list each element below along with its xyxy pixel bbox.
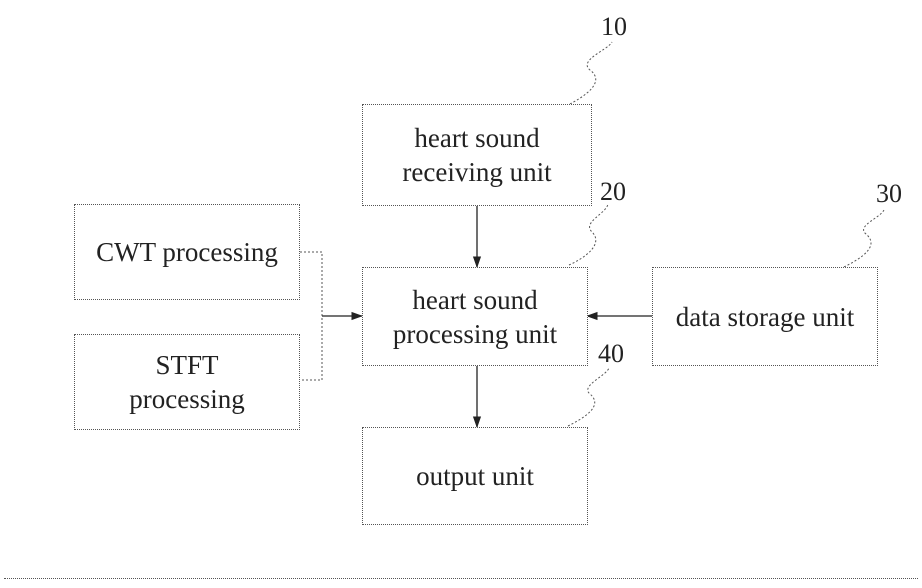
cwt-processing-box: CWT processing	[74, 204, 300, 300]
stft-processing-box: STFT processing	[74, 334, 300, 430]
ref-label-10: 10	[601, 14, 627, 40]
leader-30	[844, 210, 884, 267]
stft-processing-label: STFT processing	[129, 348, 244, 416]
heart-sound-processing-unit-box: heart sound processing unit	[362, 267, 588, 366]
output-unit-box: output unit	[362, 427, 588, 525]
data-storage-unit-box: data storage unit	[652, 267, 878, 366]
footer-divider	[4, 578, 918, 579]
leader-10	[570, 42, 612, 104]
ref-label-20: 20	[600, 179, 626, 205]
output-unit-label: output unit	[416, 459, 534, 493]
ref-label-30: 30	[876, 181, 902, 207]
leader-40	[568, 368, 609, 426]
ref-label-40: 40	[598, 341, 624, 367]
processing-unit-label: heart sound processing unit	[393, 283, 557, 351]
heart-sound-receiving-unit-box: heart sound receiving unit	[362, 104, 592, 206]
cwt-processing-label: CWT processing	[96, 235, 278, 269]
storage-unit-label: data storage unit	[676, 300, 854, 334]
bracket-cwt-stft	[300, 252, 322, 380]
receiving-unit-label: heart sound receiving unit	[402, 121, 551, 189]
leader-20	[569, 204, 608, 265]
